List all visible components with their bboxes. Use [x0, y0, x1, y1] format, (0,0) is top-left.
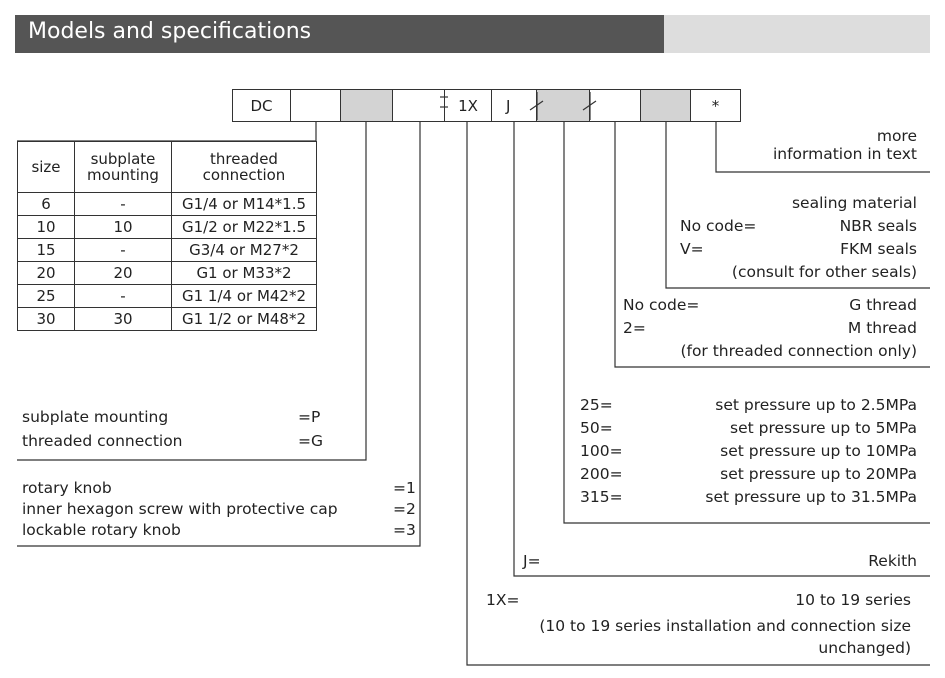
- code-cell-size: [290, 89, 341, 122]
- table-row: 6-G1/4 or M14*1.5: [17, 192, 317, 216]
- more-label: more information in text: [772, 127, 917, 163]
- table-row: 15-G3/4 or M27*2: [17, 238, 317, 262]
- thread-m: M thread: [847, 319, 917, 337]
- thread-two: 2=: [623, 319, 646, 337]
- pressure-desc: set pressure up to 31.5MPa: [705, 488, 917, 506]
- adjust-code: =1: [393, 479, 416, 497]
- code-cell-seal: [640, 89, 691, 122]
- series-note: (10 to 19 series installation and connec…: [539, 617, 911, 657]
- adjust-labels: rotary knob inner hexagon screw with pro…: [22, 478, 338, 541]
- adjust-code: =3: [393, 521, 416, 539]
- mounting-label: subplate mounting: [22, 408, 169, 426]
- adjust-label: lockable rotary knob: [22, 521, 181, 539]
- adjust-label: rotary knob: [22, 479, 112, 497]
- thread-nocode: No code=: [623, 296, 700, 314]
- pressure-code: 50=: [580, 419, 613, 437]
- rekith-label: Rekith: [868, 552, 917, 570]
- pressure-desc: set pressure up to 2.5MPa: [715, 396, 917, 414]
- pressure-code: 200=: [580, 465, 623, 483]
- pressure-codes: 25= 50= 100= 200= 315=: [580, 394, 623, 509]
- thread-g: G thread: [849, 296, 917, 314]
- size-table: size subplate mounting threaded connecti…: [17, 141, 317, 331]
- code-cell-series: 1X: [444, 89, 492, 122]
- mounting-code: =P: [298, 408, 321, 426]
- pressure-desc: set pressure up to 20MPa: [720, 465, 917, 483]
- header-bar: [15, 15, 664, 53]
- sealing-consult: (consult for other seals): [731, 263, 917, 281]
- code-cell-more: *: [690, 89, 741, 122]
- page-title: Models and specifications: [28, 19, 312, 44]
- code-cell-adjust: [392, 89, 445, 122]
- pressure-code: 315=: [580, 488, 623, 506]
- thread-note: (for threaded connection only): [680, 342, 917, 360]
- mounting-codes: =P =G: [298, 405, 323, 453]
- sealing-nbr: NBR seals: [839, 217, 917, 235]
- adjust-codes: =1 =2 =3: [393, 478, 416, 541]
- mounting-label: threaded connection: [22, 432, 183, 450]
- separator-marks: [440, 92, 597, 120]
- code-cell-rekith: J: [491, 89, 537, 122]
- header-bar-accent: [664, 15, 930, 53]
- code-cell-thread: [589, 89, 641, 122]
- pressure-desc: set pressure up to 10MPa: [720, 442, 917, 460]
- pressure-descs: set pressure up to 2.5MPa set pressure u…: [705, 394, 917, 509]
- pressure-code: 100=: [580, 442, 623, 460]
- adjust-label: inner hexagon screw with protective cap: [22, 500, 338, 518]
- series-code: 1X=: [486, 591, 520, 609]
- rekith-code: J=: [523, 552, 541, 570]
- mounting-code: =G: [298, 432, 323, 450]
- mounting-labels: subplate mounting threaded connection: [22, 405, 183, 453]
- series-label: 10 to 19 series: [795, 591, 911, 609]
- table-header-subplate: subplate mounting: [74, 141, 172, 193]
- pressure-desc: set pressure up to 5MPa: [730, 419, 917, 437]
- adjust-code: =2: [393, 500, 416, 518]
- sealing-fkm: FKM seals: [840, 240, 917, 258]
- sealing-nocode: No code=: [680, 217, 757, 235]
- pressure-code: 25=: [580, 396, 613, 414]
- table-header-size: size: [17, 141, 75, 193]
- sealing-title: sealing material: [791, 194, 917, 212]
- sealing-v: V=: [680, 240, 704, 258]
